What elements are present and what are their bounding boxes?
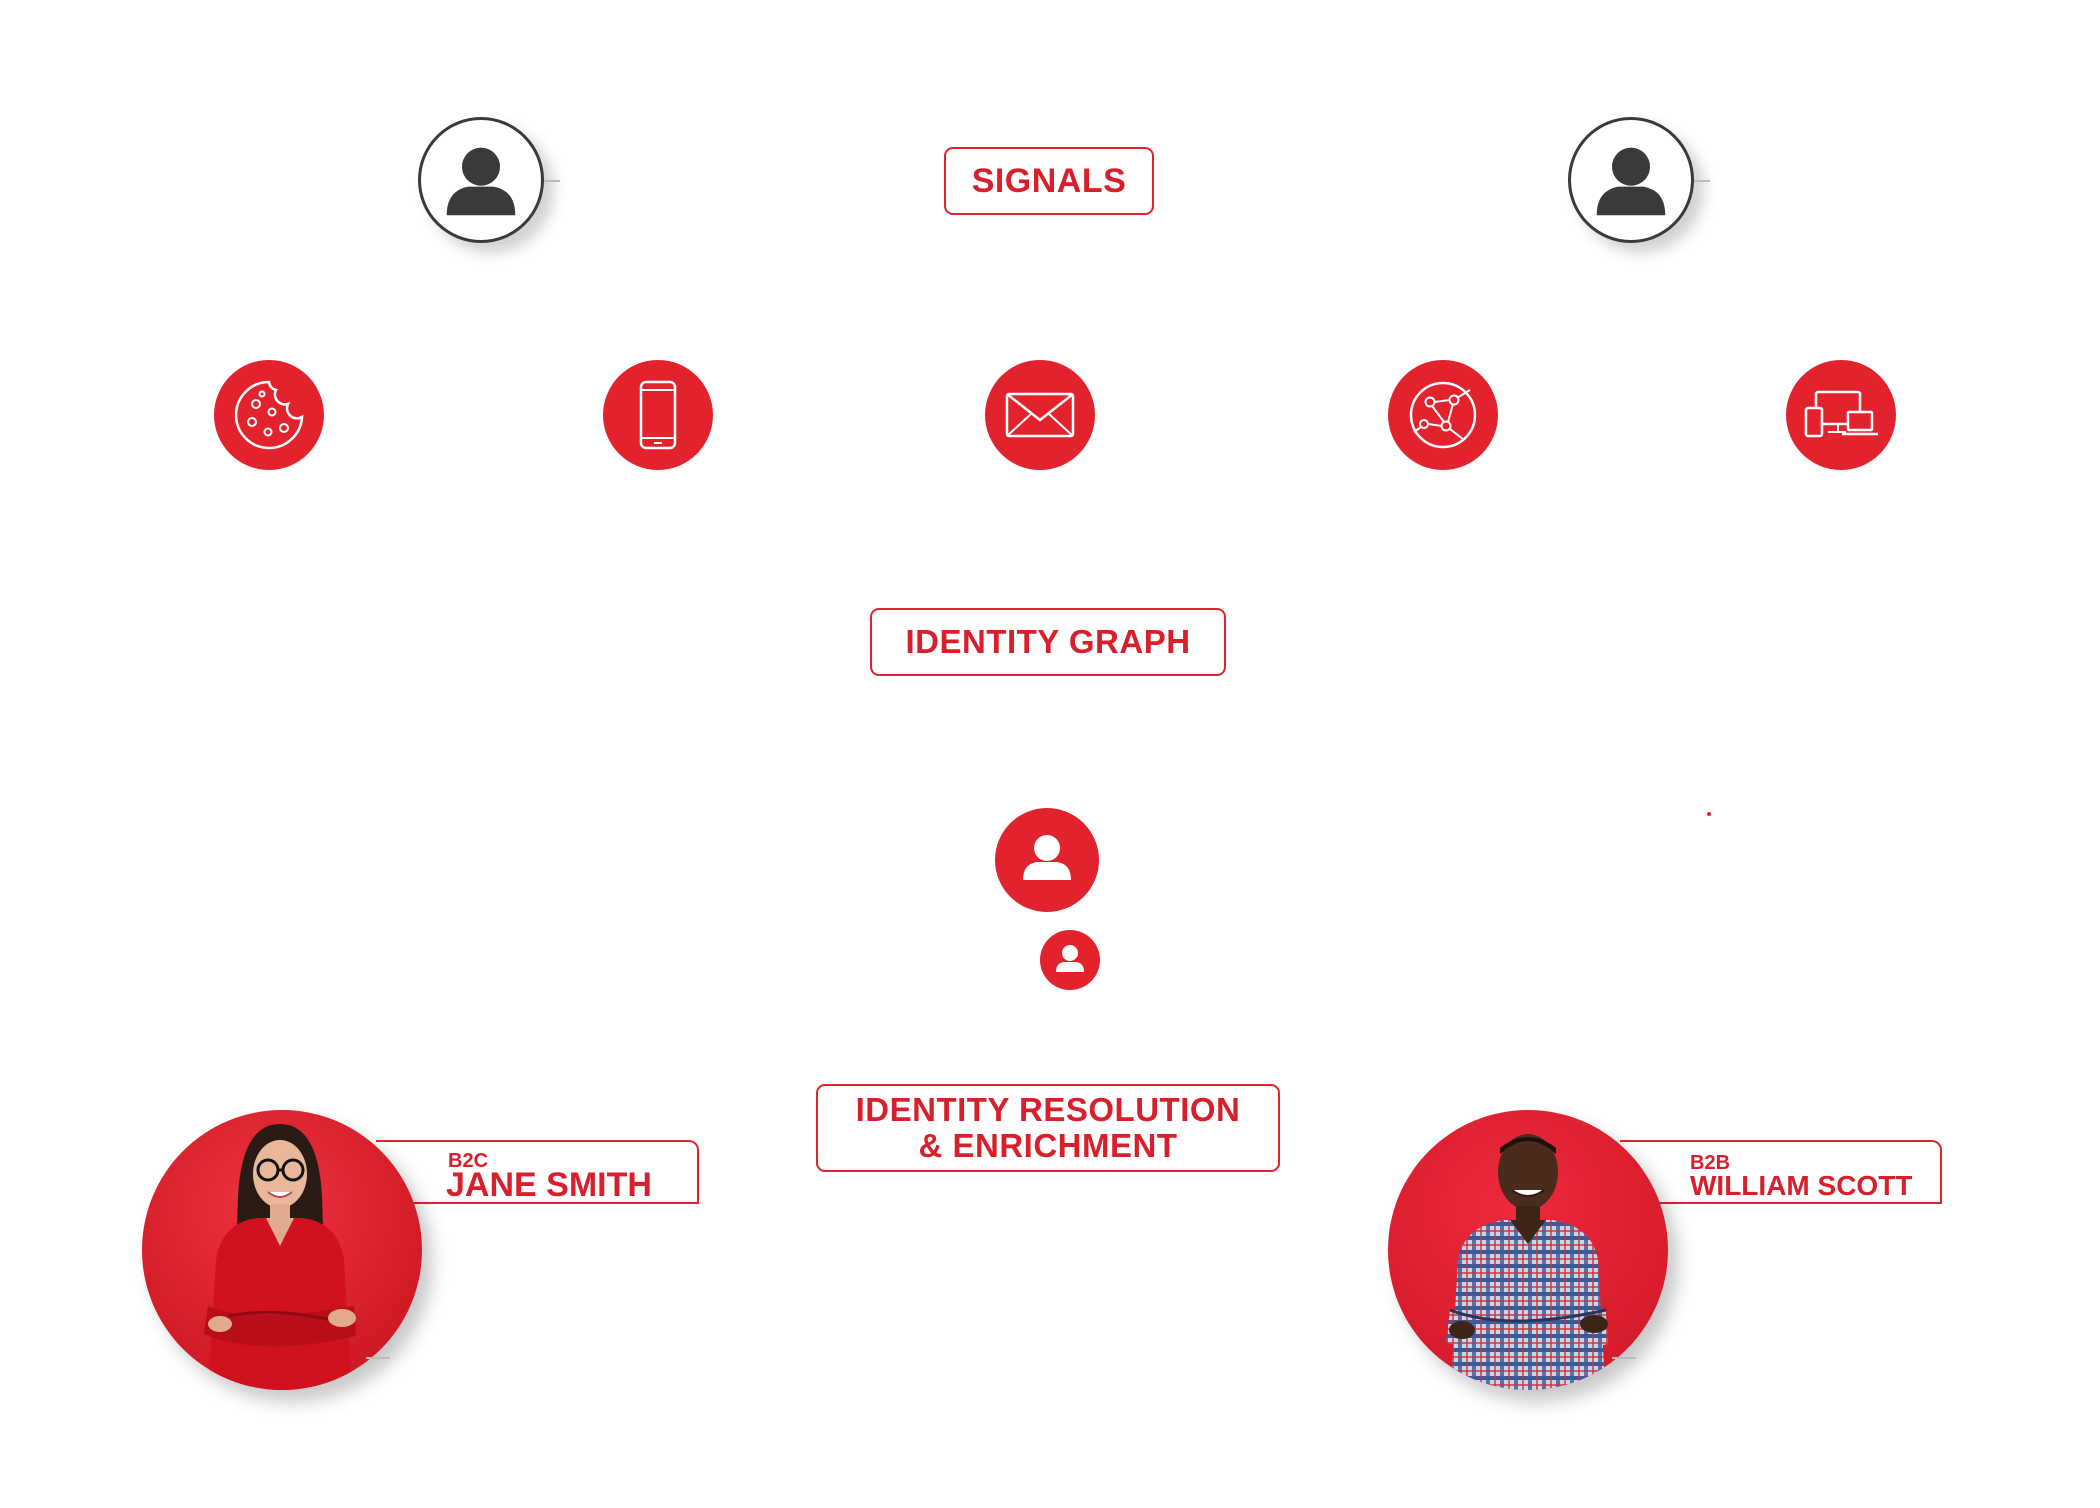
identity-resolution-label: IDENTITY RESOLUTION & ENRICHMENT [816, 1084, 1280, 1172]
signals-label: SIGNALS [944, 147, 1154, 215]
cookie-icon [214, 360, 324, 470]
resolved-user-icon-large [995, 808, 1099, 912]
identity-graph-label-text: IDENTITY GRAPH [905, 623, 1191, 660]
identity-resolution-line1: IDENTITY RESOLUTION [855, 1091, 1241, 1128]
user-avatar-left [418, 117, 544, 243]
person-segment: B2C [448, 1150, 489, 1172]
marker-dot [1707, 812, 1711, 816]
email-icon [985, 360, 1095, 470]
web-network-icon [1388, 360, 1498, 470]
identity-graph-label: IDENTITY GRAPH [870, 608, 1226, 676]
person-name: WILLIAM SCOTT [1690, 1170, 1913, 1201]
devices-icon [1786, 360, 1896, 470]
mobile-phone-icon [603, 360, 713, 470]
person-card-jane-smith: B2C JANE SMITH [376, 1140, 699, 1204]
user-silhouette-icon [446, 147, 516, 216]
resolved-user-icon-small [1040, 930, 1100, 990]
connector-tick [366, 1357, 390, 1359]
person-photo-william-scott [1388, 1110, 1668, 1390]
signals-label-text: SIGNALS [971, 161, 1127, 200]
connector-tick [544, 180, 560, 182]
identity-resolution-line2: & ENRICHMENT [918, 1127, 1178, 1164]
person-card-william-scott: B2B WILLIAM SCOTT [1620, 1140, 1942, 1204]
person-photo-jane-smith [142, 1110, 422, 1390]
user-silhouette-icon [1596, 147, 1666, 216]
person-segment: B2B [1690, 1152, 1731, 1174]
connector-tick [1694, 180, 1710, 182]
user-avatar-right [1568, 117, 1694, 243]
person-name: JANE SMITH [446, 1166, 652, 1204]
connector-tick [1612, 1357, 1636, 1359]
